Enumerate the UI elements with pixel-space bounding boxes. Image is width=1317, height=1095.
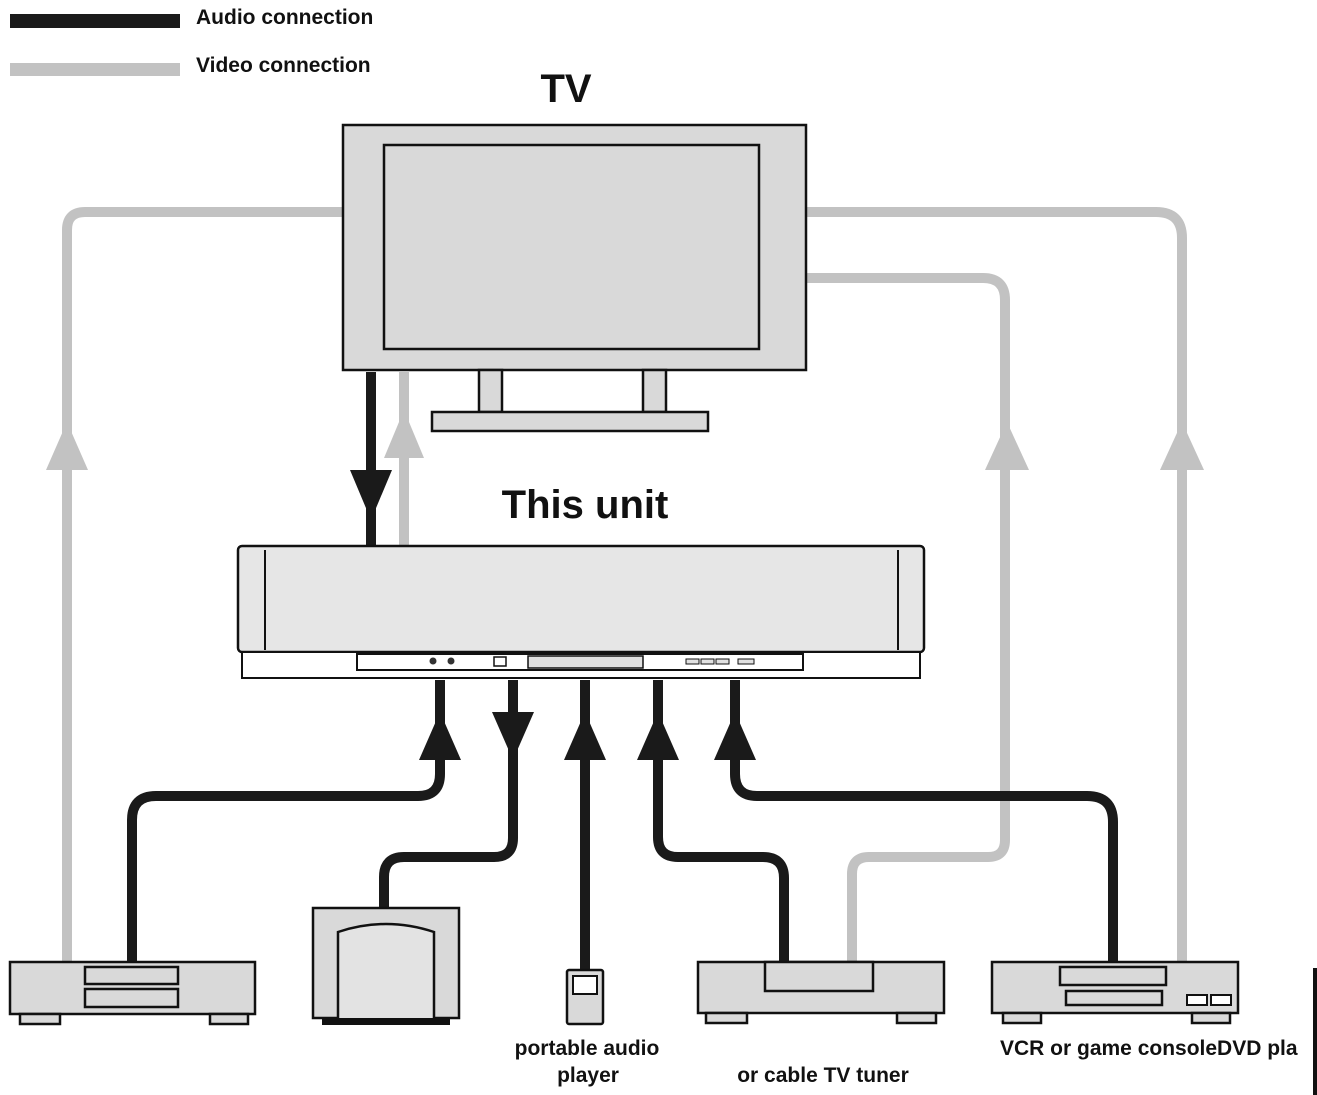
this-unit: This unit — [236, 483, 926, 679]
unit-body — [236, 544, 926, 654]
portable-player-label-line2: player — [557, 1064, 619, 1087]
tuner-panel — [763, 960, 875, 993]
video-connections — [46, 207, 1204, 962]
video-arrow-tuner — [985, 422, 1029, 470]
vcr-slot-top — [1058, 965, 1168, 987]
unit-display — [527, 655, 644, 669]
right-edge-bar — [1313, 968, 1317, 1095]
unit-button-3 — [715, 658, 730, 665]
audio-line-tuner-to-unit — [653, 680, 789, 962]
tuner-label: or cable TV tuner — [737, 1064, 909, 1087]
dvd-foot-left — [18, 1012, 62, 1026]
vcr-button-1 — [1186, 994, 1208, 1006]
subwoofer-base — [322, 1018, 450, 1025]
legend-video-swatch — [10, 63, 180, 76]
tv-label: TV — [540, 67, 591, 111]
audio-line-dvd-to-unit — [127, 680, 445, 962]
audio-arrow-vcr — [714, 712, 756, 760]
portable-player-label-line1: portable audio — [515, 1037, 660, 1060]
unit-jack-1 — [429, 657, 437, 665]
portable-player — [565, 968, 605, 1026]
audio-arrow-portable — [564, 712, 606, 760]
video-line-vcr-to-tv — [807, 207, 1187, 962]
video-arrow-dvd — [46, 422, 88, 470]
vcr-foot-right — [1190, 1011, 1232, 1025]
vcr-button-2 — [1210, 994, 1232, 1006]
dvd-tray-top — [83, 965, 180, 986]
audio-arrow-tv-to-unit — [350, 470, 392, 520]
video-line-tuner-to-tv — [807, 273, 1010, 962]
tv-leg-right — [641, 368, 668, 414]
tv: TV — [341, 67, 808, 433]
tuner-foot-left — [704, 1011, 749, 1025]
legend-audio-label: Audio connection — [196, 6, 373, 29]
audio-tv-to-unit — [350, 372, 392, 546]
vcr — [990, 960, 1240, 1025]
tv-stand-base — [430, 410, 710, 433]
legend-audio-swatch — [10, 14, 180, 28]
dvd-tray-bottom — [83, 987, 180, 1009]
unit-button-4 — [737, 658, 755, 665]
legend: Audio connection Video connection — [10, 6, 373, 77]
audio-line-unit-to-subwoofer — [379, 680, 518, 910]
tuner-foot-right — [895, 1011, 938, 1025]
legend-video-label: Video connection — [196, 54, 371, 77]
audio-arrow-subwoofer — [492, 712, 534, 760]
vcr-label: VCR or game consoleDVD pla — [1000, 1037, 1298, 1060]
video-arrow-vcr — [1160, 422, 1204, 470]
audio-arrow-tuner — [637, 712, 679, 760]
vcr-foot-left — [1001, 1011, 1043, 1025]
video-line-dvd-to-tv — [62, 207, 343, 962]
unit-button-1 — [685, 658, 700, 665]
dvd-player — [8, 960, 257, 1026]
dvd-foot-right — [208, 1012, 250, 1026]
video-arrow-unit — [384, 410, 424, 458]
tv-leg-left — [477, 368, 504, 414]
audio-line-vcr-to-unit — [730, 680, 1118, 962]
subwoofer-grille — [336, 922, 436, 1018]
unit-button-2 — [700, 658, 715, 665]
unit-jack-2 — [447, 657, 455, 665]
audio-connections — [127, 680, 1118, 970]
unit-port — [493, 656, 507, 667]
cable-tuner — [696, 960, 946, 1025]
vcr-slot-bottom — [1064, 989, 1164, 1007]
subwoofer — [311, 906, 461, 1025]
portable-player-screen — [572, 975, 598, 995]
tv-screen — [382, 143, 761, 351]
unit-label: This unit — [502, 483, 669, 527]
audio-arrow-dvd — [419, 712, 461, 760]
